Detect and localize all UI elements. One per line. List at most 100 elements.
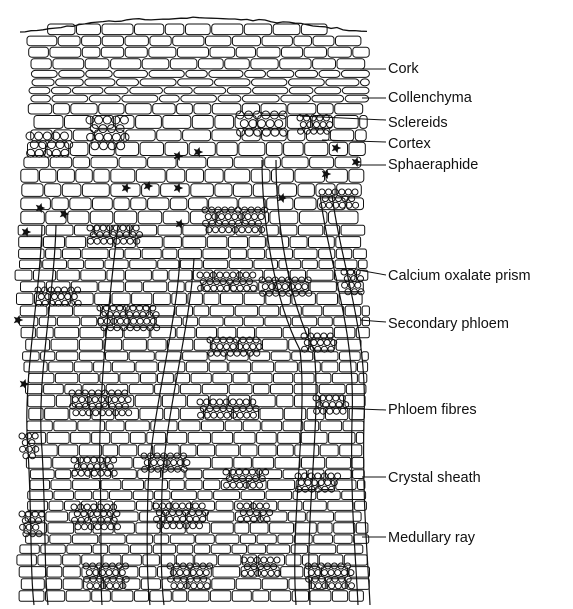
phloem-cell — [112, 591, 133, 602]
fibre-cell — [221, 350, 227, 356]
fibre-cell — [274, 557, 280, 563]
phloem-cell — [309, 237, 335, 248]
fibre-cell — [193, 503, 199, 509]
fibre-cell — [103, 563, 109, 569]
phloem-cell — [353, 249, 366, 259]
fibre-cell — [119, 397, 125, 403]
phloem-cell — [71, 432, 91, 443]
fibre-cell — [112, 397, 118, 403]
fibre-cell — [355, 282, 361, 288]
fibre-cell — [349, 583, 355, 589]
fibre-cell — [186, 503, 192, 509]
fibre-cell — [305, 563, 311, 569]
cork-cell — [212, 24, 243, 35]
phloem-cell — [213, 373, 232, 383]
fibre-cell — [75, 524, 81, 530]
phloem-cell — [107, 270, 124, 280]
fibre-cell — [197, 570, 203, 576]
phloem-cell — [323, 306, 343, 316]
fibre-cell — [219, 227, 225, 233]
collenchyma-cell — [117, 79, 139, 86]
phloem-cell — [51, 480, 71, 490]
fibre-cell — [105, 470, 111, 476]
phloem-cell — [109, 545, 129, 554]
cortex-cell — [148, 157, 177, 168]
collenchyma-cell — [218, 95, 241, 102]
phloem-cell — [173, 591, 187, 602]
phloem-cell — [267, 545, 290, 554]
phloem-cell — [186, 362, 207, 372]
phloem-cell — [49, 501, 63, 510]
cork-cell — [82, 47, 100, 57]
cork-cell — [353, 47, 369, 57]
fibre-cell — [88, 464, 94, 470]
phloem-cell — [359, 373, 367, 383]
phloem-cell — [126, 421, 150, 431]
fibre-cell — [333, 395, 339, 401]
fibre-cell — [252, 227, 258, 233]
fibre-cell — [101, 238, 107, 244]
fibre-cell — [226, 227, 232, 233]
cork-cell — [273, 24, 300, 35]
fibre-cell — [29, 440, 35, 446]
fibre-cell — [95, 116, 103, 124]
phloem-cell — [243, 421, 260, 431]
phloem-cell — [294, 249, 317, 259]
cortex-cell — [305, 142, 328, 155]
fibre-cell — [311, 340, 317, 346]
cork-cell — [170, 59, 197, 69]
fibre-cell — [72, 397, 78, 403]
fibre-cell — [92, 397, 98, 403]
phloem-cell — [134, 591, 148, 602]
fibre-cell — [33, 524, 39, 530]
fibre-cell — [55, 300, 61, 306]
collenchyma-cell — [56, 79, 84, 86]
fibre-cell — [200, 563, 206, 569]
fibre-cell — [298, 128, 304, 134]
phloem-cell — [184, 457, 211, 468]
phloem-cell — [183, 225, 207, 235]
fibre-cell — [250, 482, 256, 488]
phloem-cell — [260, 408, 283, 419]
cork-cell — [337, 59, 365, 69]
phloem-cell — [335, 512, 361, 521]
fibre-cell — [171, 460, 177, 466]
cortex-cell — [148, 198, 169, 210]
fibre-cell — [125, 397, 131, 403]
cork-cell — [142, 59, 169, 69]
fibre-cell — [120, 225, 126, 231]
cork-cell — [101, 47, 123, 57]
fibre-cell — [250, 272, 256, 278]
fibre-cell — [43, 132, 51, 140]
phloem-cell — [46, 579, 62, 590]
phloem-cell — [259, 445, 277, 456]
phloem-cell — [122, 480, 143, 490]
fibre-cell — [100, 570, 106, 576]
phloem-cell — [309, 545, 336, 554]
fibre-cell — [72, 517, 78, 523]
phloem-cell — [267, 237, 289, 248]
fibre-cell — [87, 583, 93, 589]
fibre-cell — [114, 238, 120, 244]
collenchyma-cell — [345, 95, 368, 102]
collenchyma-cell — [31, 70, 57, 77]
phloem-cell — [318, 317, 332, 326]
fibre-cell — [217, 412, 223, 418]
phloem-cell — [213, 567, 240, 578]
cortex-cell — [62, 184, 81, 197]
cork-cell — [262, 36, 292, 46]
phloem-cell — [20, 260, 42, 269]
cortex-cell — [114, 198, 129, 210]
fibre-cell — [210, 344, 216, 350]
phloem-cell — [229, 260, 252, 269]
phloem-cell — [199, 317, 223, 326]
cortex-cell — [126, 104, 152, 114]
fibre-cell — [62, 300, 68, 306]
phloem-cell — [163, 249, 177, 259]
phloem-cell — [55, 327, 79, 337]
phloem-cell — [101, 480, 121, 490]
fibre-cell — [253, 111, 261, 119]
section-outline — [20, 17, 367, 32]
cortex-cell — [233, 184, 251, 197]
phloem-cell — [159, 362, 185, 372]
